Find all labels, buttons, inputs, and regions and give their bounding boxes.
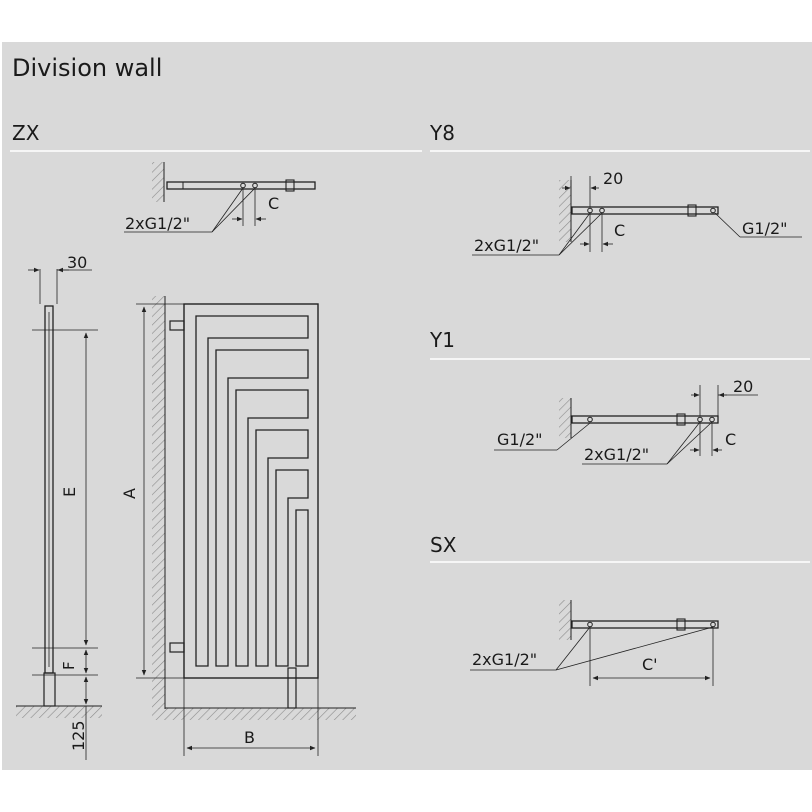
zx-side-f-label: F (60, 661, 78, 670)
y1-connection-right-1 (697, 416, 703, 423)
section-title-y1: Y1 (429, 328, 455, 352)
zx-front-bracket-top (169, 320, 185, 331)
diagram-panel: Division wall ZX Y8 Y1 SX 2xG1/2" C (2, 42, 812, 770)
y8-radiator-bar (571, 206, 719, 215)
y8-offset-label: 20 (603, 169, 623, 188)
section-title-y8: Y8 (429, 121, 455, 145)
zx-front-bracket-bottom (169, 642, 185, 653)
zx-front-wall-hatch (152, 296, 165, 709)
zx-front-a-label: A (120, 488, 139, 499)
zx-top-view: 2xG1/2" C (124, 162, 316, 233)
zx-front-frame (183, 303, 319, 679)
y1-top-view: 20 C G1/2" 2xG1/2" (494, 377, 758, 465)
sx-radiator-bar (571, 620, 719, 629)
sx-top-view: 2xG1/2" C' (470, 600, 719, 686)
y1-connection-right-label: 2xG1/2" (584, 445, 649, 464)
y8-c-label: C (614, 221, 625, 240)
y1-offset-label: 20 (733, 377, 753, 396)
y1-wall-hatch (559, 398, 571, 438)
zx-side-floor-hatch (16, 706, 102, 718)
zx-front-b-label: B (244, 728, 255, 747)
y1-connection-left-label: G1/2" (497, 430, 543, 449)
y8-connection-left-2 (599, 207, 605, 214)
y8-top-view: 20 C 2xG1/2" G1/2" (472, 169, 802, 256)
zx-top-radiator-bar (166, 181, 316, 190)
zx-top-connection-2 (252, 182, 258, 189)
sx-connection-label: 2xG1/2" (472, 650, 537, 669)
diagram-canvas: Division wall ZX Y8 Y1 SX 2xG1/2" C (10, 54, 810, 760)
sx-connection-1 (587, 621, 593, 628)
y8-wall-hatch (559, 180, 571, 242)
zx-top-wall-hatch (152, 162, 164, 202)
zx-front-tubes (195, 315, 309, 667)
sx-wall-hatch (559, 600, 571, 640)
y8-connection-left-label: 2xG1/2" (474, 236, 539, 255)
zx-top-c-label: C (268, 194, 279, 213)
y8-connection-right (710, 207, 716, 214)
zx-side-view: 30 E F 125 (16, 253, 102, 760)
zx-front-floor-hatch (152, 708, 356, 720)
y1-radiator-bar (571, 415, 719, 424)
section-title-zx: ZX (12, 121, 40, 145)
y1-c-label: C (725, 430, 736, 449)
zx-side-bottom-label: 125 (69, 720, 88, 751)
zx-front-foot (287, 667, 297, 709)
sx-connection-2 (710, 621, 716, 628)
zx-side-thickness-label: 30 (67, 253, 87, 272)
page-title: Division wall (12, 54, 162, 82)
zx-top-connection-1 (240, 182, 246, 189)
y8-connection-right-label: G1/2" (742, 219, 788, 238)
zx-front-view: A B (120, 296, 356, 756)
zx-side-foot (43, 672, 56, 707)
y8-connection-left-1 (587, 207, 593, 214)
sx-c-prime-label: C' (642, 655, 658, 674)
zx-side-e-label: E (60, 487, 79, 497)
zx-top-connection-label: 2xG1/2" (125, 214, 190, 233)
y1-connection-right-2 (709, 416, 715, 423)
section-title-sx: SX (430, 533, 457, 557)
y1-connection-left (587, 416, 593, 423)
